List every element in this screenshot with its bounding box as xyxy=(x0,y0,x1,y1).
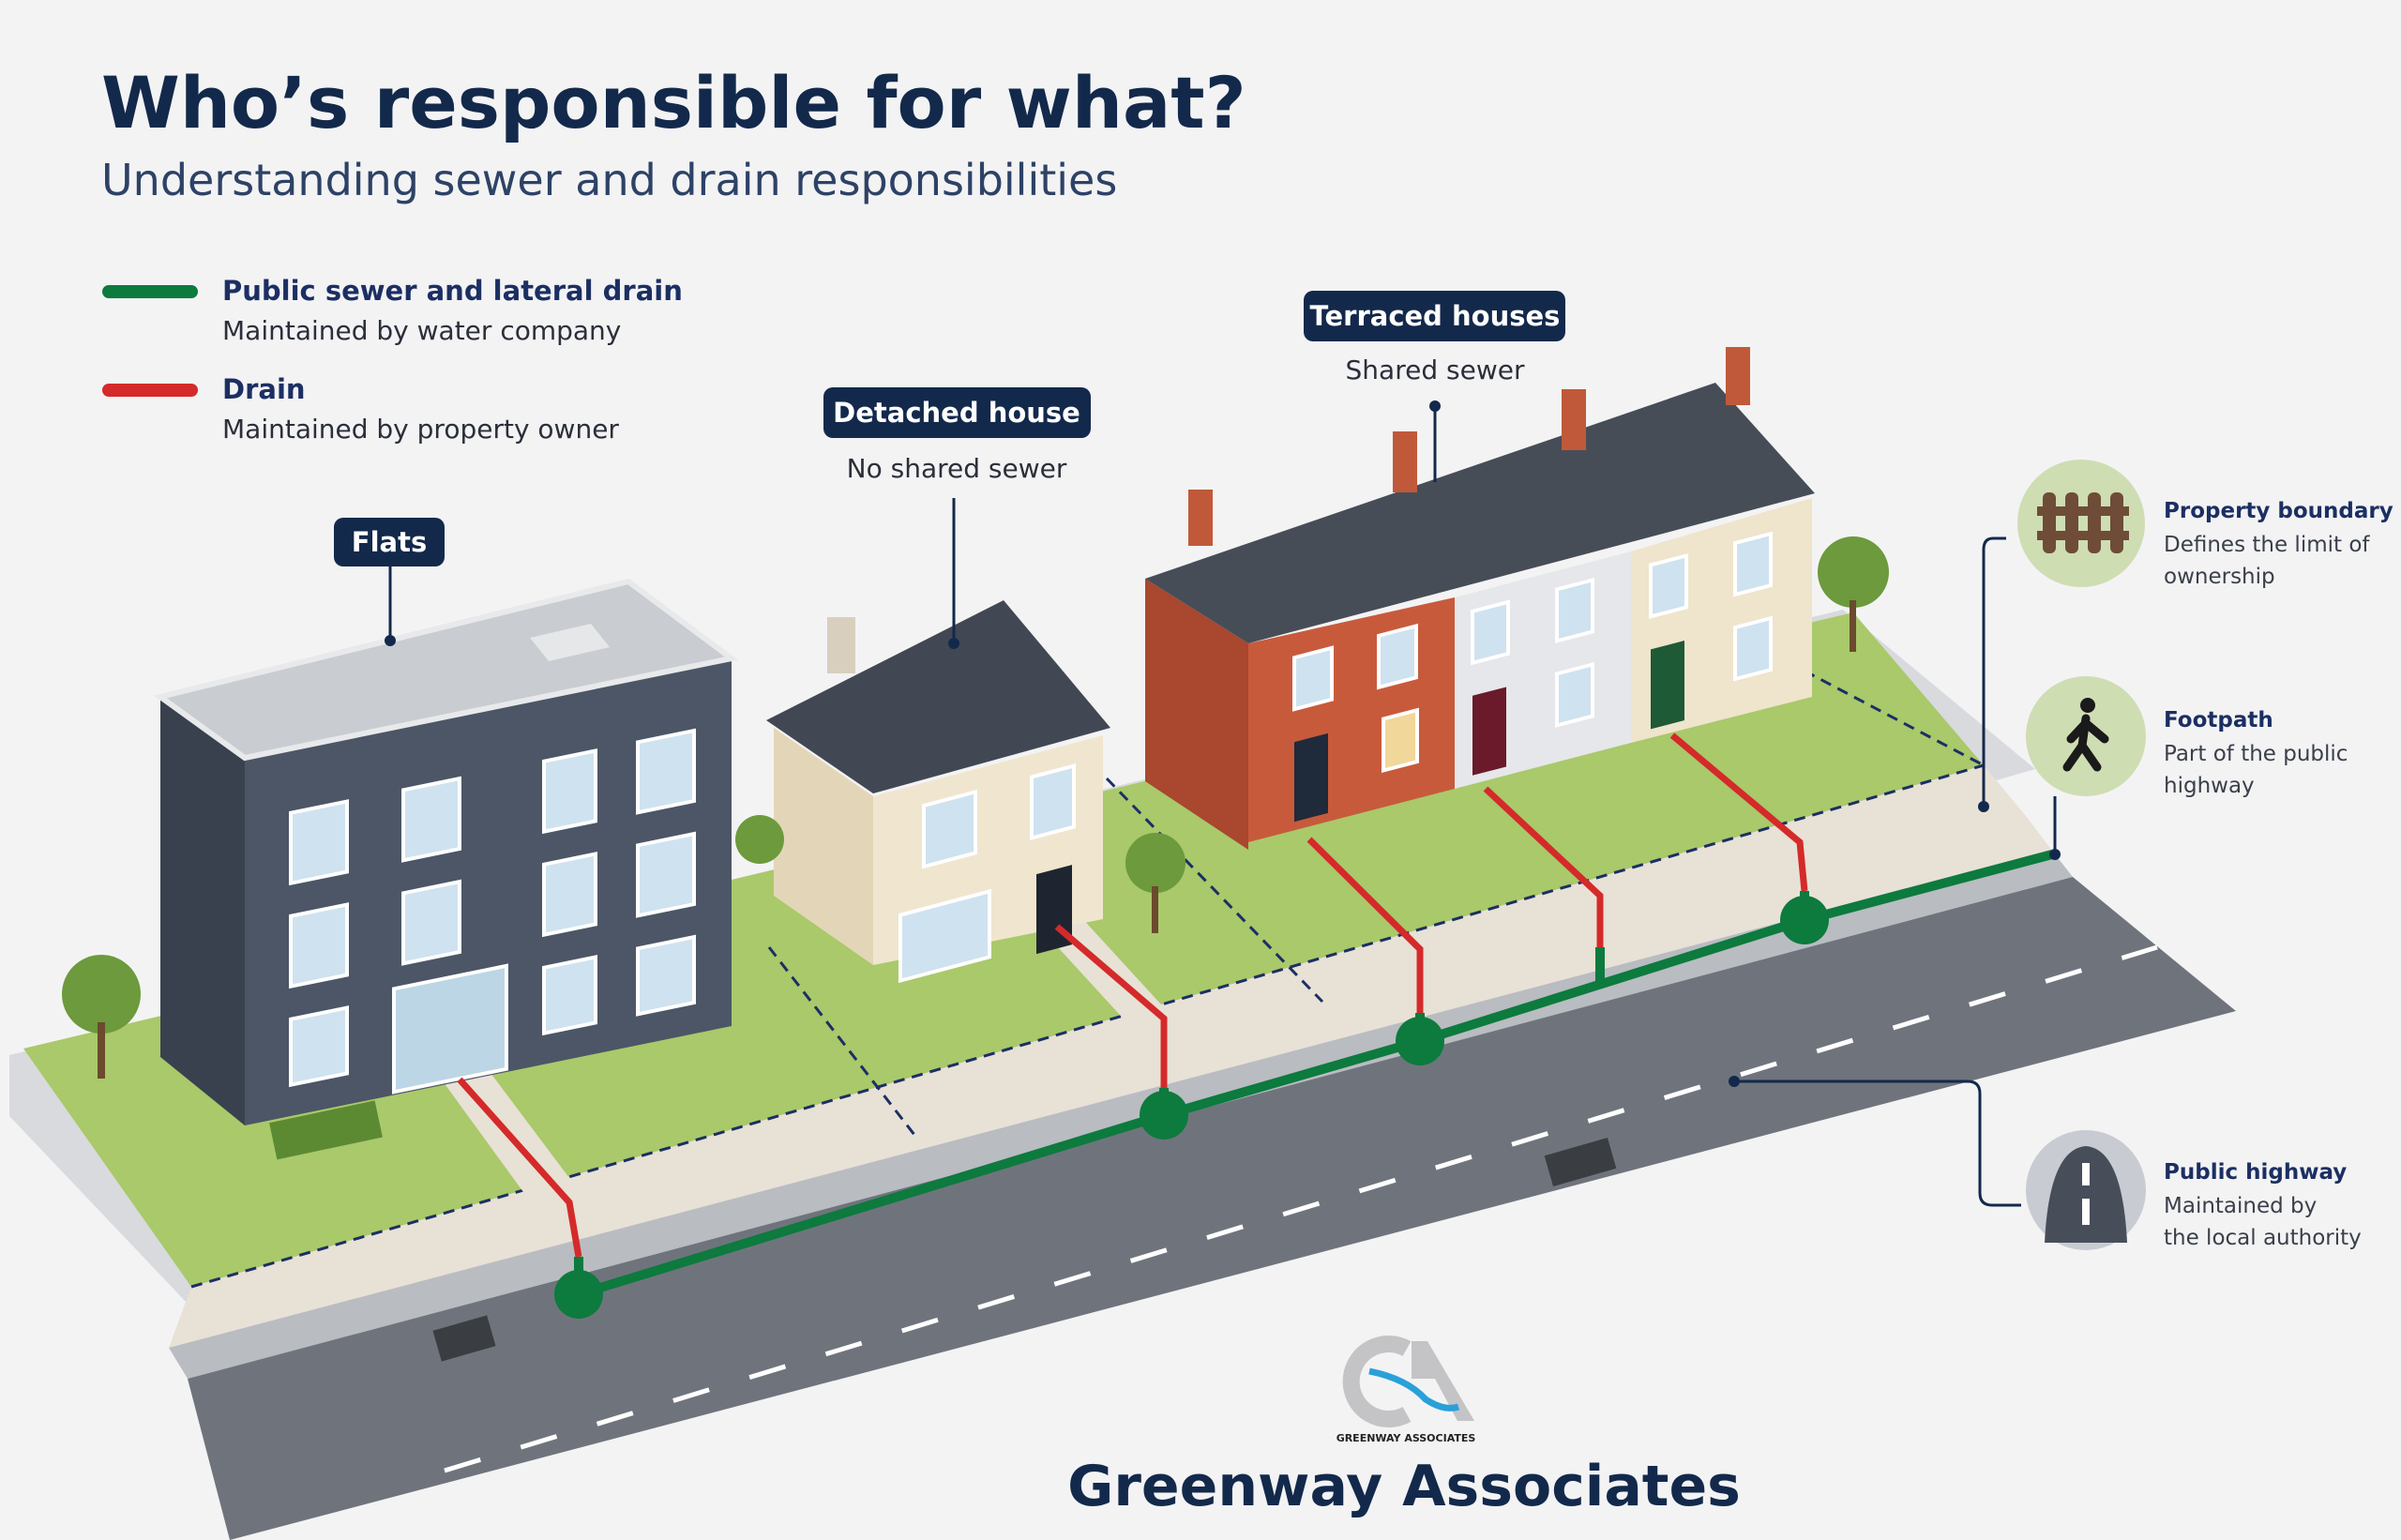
road-centre-line xyxy=(444,944,2158,1473)
pedestrian-icon xyxy=(2062,698,2109,772)
flats-label: Flats xyxy=(352,526,427,558)
page-title: Who’s responsible for what? xyxy=(101,61,1246,144)
road-icon xyxy=(2045,1146,2127,1243)
flats-building xyxy=(62,578,739,1160)
fence-icon xyxy=(2037,492,2129,553)
drain-pipes xyxy=(457,732,1808,1258)
drain-terrace-2 xyxy=(1483,786,1604,947)
legend-title-drain: Drain xyxy=(222,373,306,405)
page-subtitle: Understanding sewer and drain responsibi… xyxy=(101,155,1117,205)
legend: Public sewer and lateral drain Maintaine… xyxy=(102,275,683,445)
detached-caption: No shared sewer xyxy=(847,453,1067,484)
footpath xyxy=(169,765,2052,1348)
callout-desc: the local authority xyxy=(2164,1226,2362,1250)
logo-text: GREENWAY ASSOCIATES xyxy=(1336,1432,1476,1444)
sewer-nodes xyxy=(554,896,1829,1319)
detached-house xyxy=(735,600,1185,984)
brand-name: Greenway Associates xyxy=(1067,1454,1741,1519)
property-boundary-line xyxy=(190,763,1985,1289)
boundary-divider xyxy=(1105,777,1324,1004)
label-flats: Flats xyxy=(334,518,445,646)
callout-desc: Part of the public xyxy=(2164,742,2348,766)
callout-desc: Maintained by xyxy=(2164,1194,2317,1218)
callout-title: Property boundary xyxy=(2164,499,2393,523)
callout-desc: Defines the limit of xyxy=(2164,533,2370,557)
detached-label: Detached house xyxy=(833,397,1080,429)
road-drain-grate xyxy=(432,1315,496,1362)
road-drain-grate xyxy=(1544,1138,1617,1186)
legend-desc-drain: Maintained by property owner xyxy=(222,414,619,445)
terraced-label: Terraced houses xyxy=(1310,300,1561,332)
drain-flats xyxy=(457,1077,582,1258)
legend-title-public-sewer: Public sewer and lateral drain xyxy=(222,275,683,307)
callout-desc: ownership xyxy=(2164,565,2275,589)
callout-property-boundary: Property boundary Defines the limit of o… xyxy=(1978,460,2393,812)
callout-title: Public highway xyxy=(2164,1160,2347,1185)
brand-logo: GREENWAY ASSOCIATES xyxy=(1336,1336,1476,1444)
road xyxy=(188,877,2236,1540)
callout-desc: highway xyxy=(2164,774,2255,798)
label-terraced: Terraced houses Shared sewer xyxy=(1304,291,1565,482)
terraced-houses xyxy=(1145,347,1889,850)
callout-footpath: Footpath Part of the public highway xyxy=(2026,676,2348,860)
boundary-divider xyxy=(767,946,916,1136)
label-detached: Detached house No shared sewer xyxy=(823,387,1091,649)
drain-detached xyxy=(1054,924,1168,1088)
legend-desc-public-sewer: Maintained by water company xyxy=(222,315,621,346)
drain-terrace-1 xyxy=(1306,837,1424,1013)
callout-title: Footpath xyxy=(2164,708,2273,732)
terraced-caption: Shared sewer xyxy=(1346,355,1525,385)
drain-terrace-3 xyxy=(1669,732,1808,892)
callout-public-highway: Public highway Maintained by the local a… xyxy=(1729,1076,2362,1250)
